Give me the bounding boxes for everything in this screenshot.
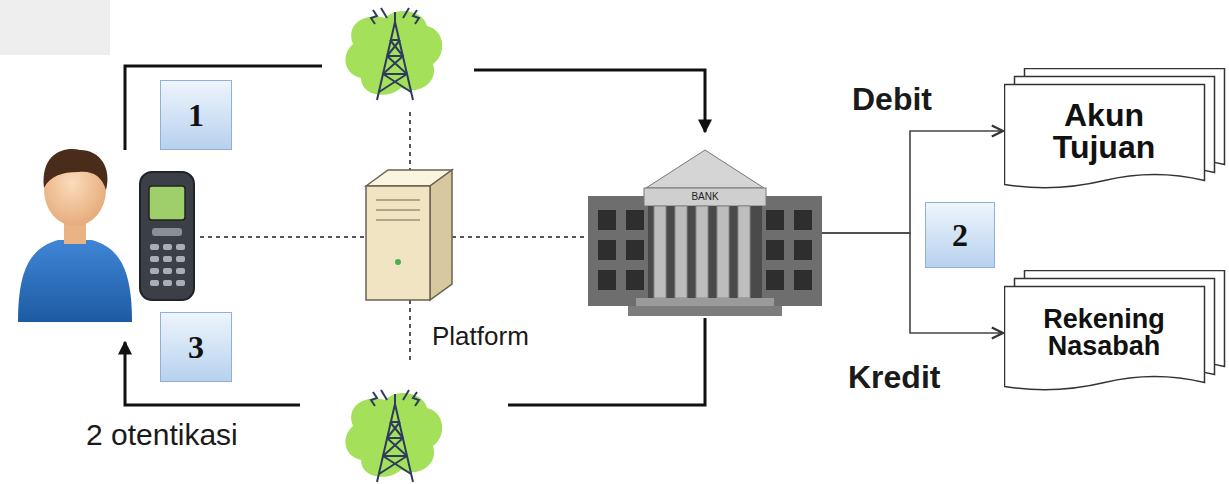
- callout-box: 1: [160, 80, 232, 150]
- callout-number: 3: [188, 329, 204, 366]
- annotation-label: Debit: [852, 82, 932, 117]
- callout-box: 2: [925, 202, 995, 268]
- callout-number: 2: [952, 217, 968, 254]
- document-stack: Rekening Nasabah: [1004, 270, 1224, 392]
- annotation-label: Platform: [432, 322, 529, 351]
- dashed-link: [200, 112, 588, 362]
- server-icon: [366, 170, 452, 300]
- bank-building: BANK: [588, 148, 822, 318]
- document-stack: Akun Tujuan: [1004, 68, 1224, 190]
- annotation-label: Kredit: [848, 360, 940, 395]
- callout-number: 1: [188, 97, 204, 134]
- cell-tower: [345, 8, 442, 100]
- bank-icon: [588, 148, 822, 318]
- annotation-label: 2 otentikasi: [86, 418, 238, 451]
- user-figure: [18, 149, 132, 322]
- building-sign: BANK: [588, 190, 822, 204]
- cell-tower: [345, 390, 442, 482]
- signal-path: [125, 66, 705, 405]
- mobile-phone: [140, 172, 194, 300]
- callout-box: 3: [160, 312, 232, 382]
- document-title: Akun Tujuan: [1029, 99, 1179, 163]
- corner-panel: [0, 0, 110, 55]
- document-title: Rekening Nasabah: [1029, 306, 1179, 360]
